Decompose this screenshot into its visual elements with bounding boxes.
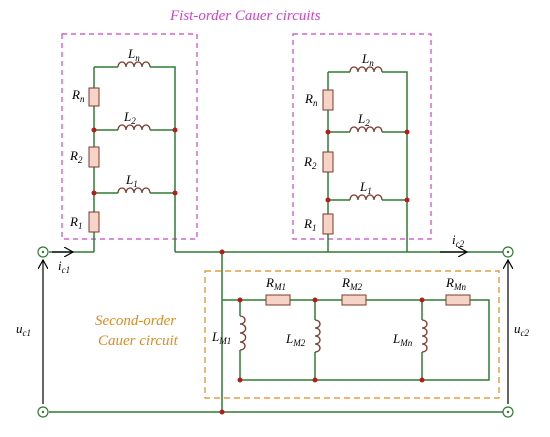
right-inductor-l1 [349,194,383,201]
junction-nodes [91,127,425,415]
label-rm2: RM2 [341,275,362,292]
label-lmn: LMn [392,331,413,348]
label-right-r2: R2 [303,154,317,171]
label-left-rn: Rn [71,87,85,104]
label-right-l1: L1 [359,179,372,196]
resistor-rm1 [265,294,291,306]
right-resistor-rn [322,89,334,111]
left-resistor-r1 [88,211,100,233]
left-resistor-r2 [88,146,100,168]
left-inductor-l2 [117,124,151,131]
label-right-r1: R1 [303,216,316,233]
right-resistor-r2 [322,151,334,173]
second-order-title-line2: Cauer circuit [98,333,179,349]
label-right-rn: Rn [304,91,318,108]
label-lm2: LM2 [285,331,306,348]
label-lm1: LM1 [211,329,231,346]
terminal-dots [41,250,510,414]
right-inductor-ln [349,66,383,73]
inductors [117,61,428,353]
label-left-ln: Ln [127,46,140,63]
label-left-r2: R2 [69,148,83,165]
label-current-ic1: ic1 [58,258,70,275]
label-current-ic2: ic2 [452,232,465,249]
right-resistor-r1 [322,213,334,235]
second-order-title-line1: Second-order [95,313,176,329]
resistor-rmn [445,294,471,306]
label-right-l2: L2 [357,111,370,128]
right-inductor-l2 [349,126,383,133]
first-order-title: Fist-order Cauer circuits [169,8,321,24]
left-resistor-rn [88,87,100,107]
inductor-lm1 [239,315,247,351]
inductor-lm2 [314,319,321,353]
label-left-l2: L2 [123,109,136,126]
label-voltage-uc2: uc2 [514,321,529,338]
label-voltage-uc1: uc1 [16,321,31,338]
inductor-lmn [421,319,428,353]
label-right-ln: Ln [361,51,374,68]
label-left-l1: L1 [125,172,138,189]
resistor-rm2 [341,294,367,306]
label-left-r1: R1 [69,214,82,231]
terminals [37,246,514,418]
left-first-order-box [61,33,198,240]
label-rmn: RMn [445,275,466,292]
left-inductor-ln [117,61,151,68]
resistors [88,87,471,306]
arrows [43,252,508,404]
left-inductor-l1 [117,187,151,194]
label-rm1: RM1 [265,275,286,292]
